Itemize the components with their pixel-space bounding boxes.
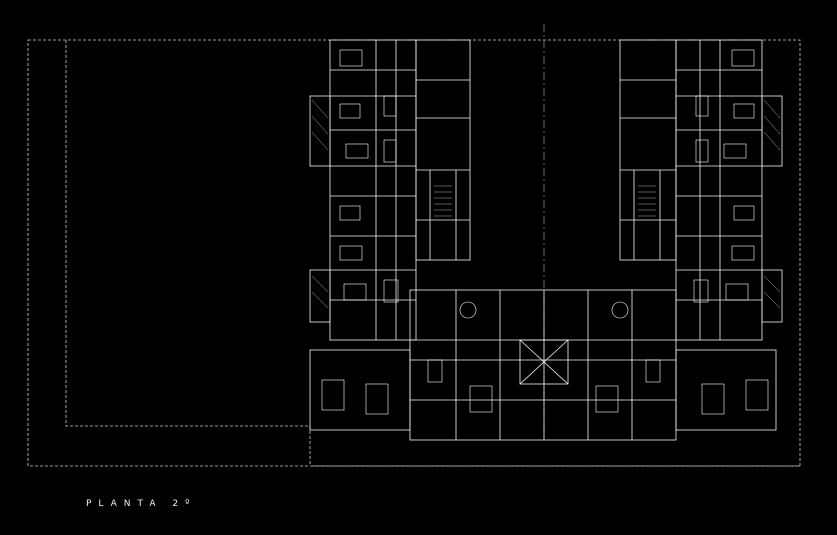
sheet-title: PLANTA 2º [86, 499, 197, 509]
right-wing [619, 39, 783, 431]
stair-hatch [311, 99, 781, 309]
site-boundary [27, 39, 801, 467]
bottom-block [409, 289, 677, 441]
left-wing [309, 39, 471, 431]
furniture [321, 49, 769, 415]
